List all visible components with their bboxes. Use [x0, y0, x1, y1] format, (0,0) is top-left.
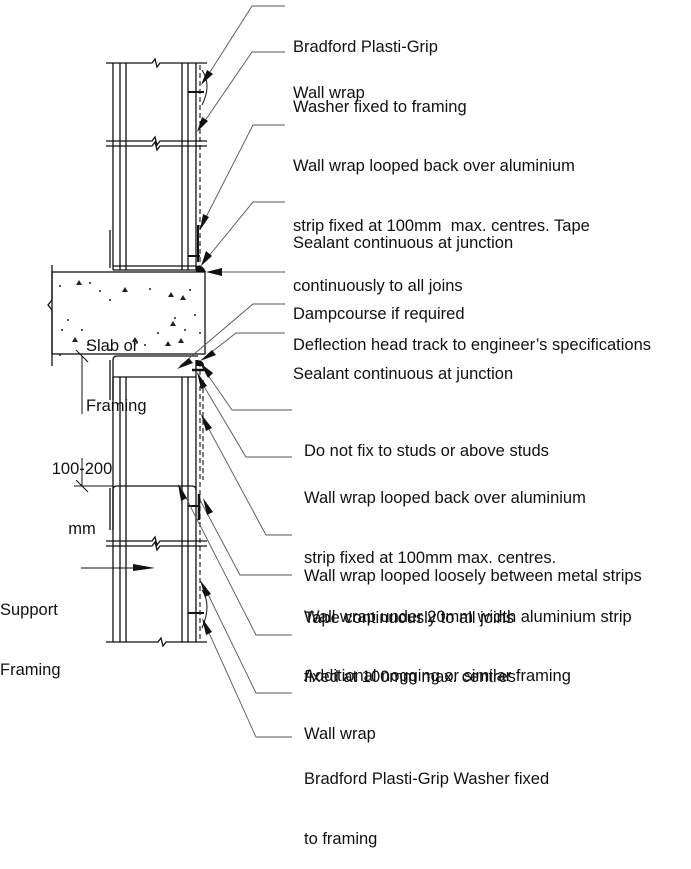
- callout-line: to framing: [304, 830, 378, 848]
- leader-do-not-fix: [202, 367, 292, 411]
- slab-label: Slab or Framing: [86, 296, 147, 436]
- callout-sealant-bottom: Sealant continuous at junction: [293, 324, 513, 404]
- leader-deflection-track: [179, 303, 285, 367]
- callout-line: Deflection head track to engineer’s spec…: [293, 336, 652, 354]
- callout-line: Additional nogging or similar framing: [304, 667, 571, 685]
- callout-do-not-fix: Do not fix to studs or above studs: [304, 401, 549, 481]
- callout-line: Wall wrap: [293, 84, 365, 102]
- callout-line: Wall wrap: [304, 725, 376, 743]
- callout-line: Do not fix to studs or above studs: [304, 442, 549, 460]
- callout-wall-wrap-bottom: Wall wrap: [304, 684, 376, 764]
- concrete-texture: [59, 280, 201, 356]
- callout-sealant-top: Sealant continuous at junction: [293, 193, 513, 273]
- callout-line: strip fixed at 100mm max. centres.: [304, 549, 557, 567]
- callout-washer-bottom: Bradford Plasti-Grip Washer fixed to fra…: [304, 729, 549, 869]
- callout-line: Sealant continuous at junction: [293, 365, 514, 383]
- leader-looped-loosely: [203, 419, 292, 536]
- callout-looped-back-top: Wall wrap looped back over aluminium str…: [293, 116, 590, 316]
- callout-nogging: Additional nogging or similar framing: [304, 626, 571, 706]
- support-framing-line: Support: [0, 601, 58, 619]
- callout-line: Bradford Plasti-Grip Washer fixed: [304, 770, 550, 788]
- callout-dampcourse: Dampcourse if required: [293, 264, 465, 344]
- dimension-unit: mm: [68, 520, 96, 538]
- wall-junction-diagram: [47, 5, 292, 738]
- support-framing-arrow: [81, 564, 155, 571]
- dimension-label: 100-200 mm: [44, 419, 120, 559]
- leader-lines: [177, 5, 292, 738]
- callout-looped-loosely: Wall wrap looped loosely between metal s…: [304, 526, 642, 606]
- callout-washer-top: Bradford Plasti-Grip Washer fixed to fra…: [293, 0, 467, 137]
- callout-line: Wall wrap looped back over aluminium: [304, 489, 586, 507]
- callout-line: Sealant continuous at junction: [293, 234, 514, 252]
- leader-sealant-bottom: [203, 332, 285, 359]
- callout-under-strip: Wall wrap under 20mm width aluminium str…: [304, 567, 632, 707]
- dimension-value: 100-200: [51, 460, 113, 478]
- slab-label-line: Slab or: [86, 337, 139, 355]
- leader-sealant-top: [203, 201, 285, 263]
- slab: [47, 265, 206, 366]
- callout-line: Wall wrap under 20mm width aluminium str…: [304, 608, 632, 626]
- callout-line: Bradford Plasti-Grip: [293, 38, 438, 56]
- dimension-line: [74, 349, 113, 493]
- leader-under-strip: [199, 499, 292, 576]
- callout-line: continuously to all joins: [293, 277, 463, 295]
- callout-line: Tape continuously to all joins: [304, 609, 515, 627]
- callout-line: Wall wrap looped back over aluminium: [293, 157, 575, 175]
- lower-wall-frame: [106, 355, 208, 648]
- support-framing-label: Support Framing: [0, 560, 61, 700]
- callout-line: Wall wrap looped loosely between metal s…: [304, 567, 642, 585]
- callout-line: fixed at 100mm max. centres: [304, 668, 516, 686]
- callout-line: Washer fixed to framing: [293, 98, 467, 116]
- leader-wall-wrap-bottom: [203, 585, 292, 694]
- slab-label-line: Framing: [86, 397, 147, 415]
- leader-looped-back-bottom: [198, 377, 292, 458]
- leader-looped-back-top: [201, 124, 285, 226]
- callout-wall-wrap-top: Wall wrap: [293, 43, 365, 123]
- callout-line: strip fixed at 100mm max. centres. Tape: [293, 217, 590, 235]
- leader-washer-top: [204, 5, 285, 81]
- leader-wall-wrap-top: [199, 51, 285, 129]
- callout-line: Dampcourse if required: [293, 305, 465, 323]
- support-framing-line: Framing: [0, 661, 61, 679]
- upper-wall-frame: [106, 57, 208, 271]
- callout-deflection-track: Deflection head track to engineer’s spec…: [293, 295, 651, 375]
- leader-nogging: [179, 485, 292, 636]
- leader-washer-bottom: [204, 623, 292, 738]
- callout-looped-back-bottom: Wall wrap looped back over aluminium str…: [304, 448, 586, 648]
